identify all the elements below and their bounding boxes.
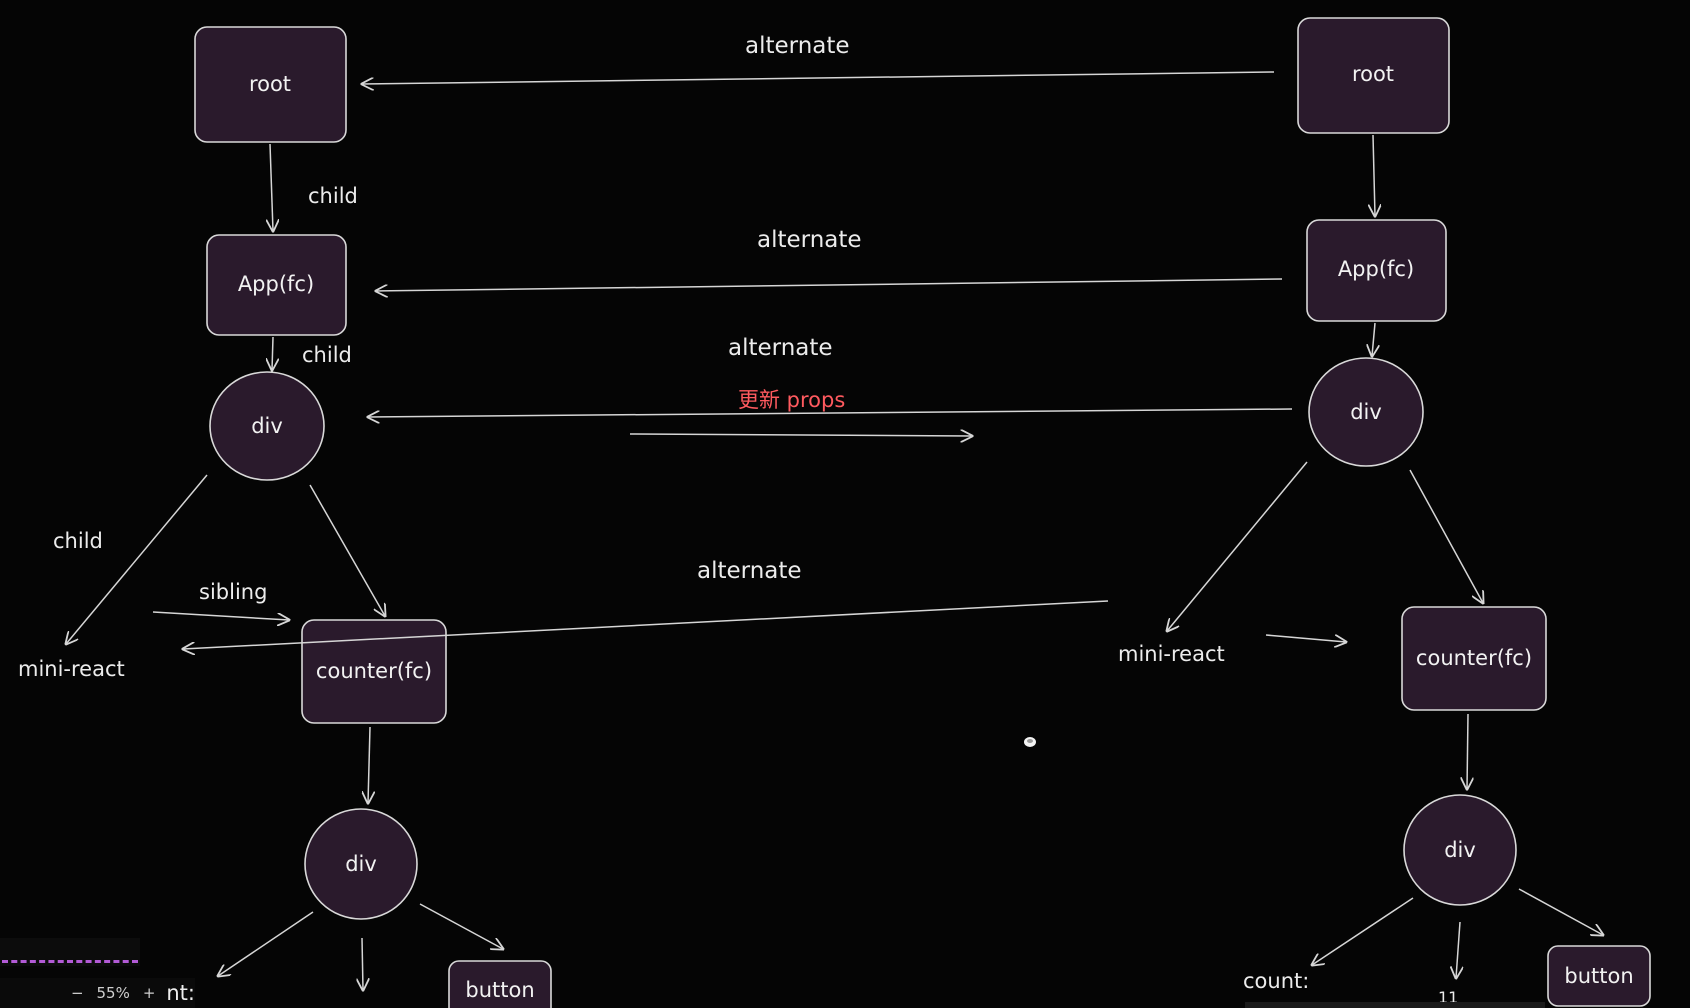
zoom-out-button[interactable]: − <box>70 984 84 1002</box>
edge-left-div2-value <box>362 937 363 990</box>
edge-right-root-app <box>1373 134 1375 216</box>
left-mini-react-text[interactable]: mini-react <box>18 657 125 681</box>
svg-text:App(fc): App(fc) <box>1338 257 1414 281</box>
update-props-arrow <box>629 434 972 436</box>
svg-text:App(fc): App(fc) <box>238 272 314 296</box>
child-label-1: child <box>308 184 358 208</box>
svg-text:div: div <box>251 414 283 438</box>
edge-left-counter-div2 <box>368 726 370 803</box>
right-count-label: count: <box>1243 969 1309 993</box>
zoom-in-button[interactable]: + <box>142 984 156 1002</box>
left-root-node[interactable]: root <box>194 26 347 143</box>
sibling-label: sibling <box>199 580 267 604</box>
alternate-label-3: alternate <box>728 335 833 361</box>
left-button-node[interactable]: button <box>448 960 552 1008</box>
edge-left-div2-count <box>218 911 314 976</box>
edge-sibling <box>152 611 289 620</box>
svg-text:button: button <box>465 978 534 1002</box>
svg-text:root: root <box>249 72 291 96</box>
edge-right-div2-button <box>1518 888 1603 935</box>
zoom-control: − 55% + nt: <box>0 938 215 1008</box>
alternate-label-1: alternate <box>745 33 850 59</box>
edge-right-div2-value <box>1456 921 1460 978</box>
svg-text:counter(fc): counter(fc) <box>316 659 432 683</box>
right-button-node[interactable]: button <box>1547 945 1651 1007</box>
alternate-label-4: alternate <box>697 558 802 584</box>
edge-left-div-minireact <box>66 474 208 644</box>
alternate-arrow-minireact <box>183 600 1109 649</box>
edge-right-div2-count <box>1312 897 1414 965</box>
svg-text:div: div <box>1350 400 1382 424</box>
edge-right-counter-div2 <box>1467 713 1468 789</box>
edge-right-div-minireact <box>1167 461 1308 631</box>
left-count-partial-text: nt: <box>166 981 195 1005</box>
left-div-node[interactable]: div <box>209 371 325 481</box>
right-div-node[interactable]: div <box>1308 357 1424 467</box>
svg-text:root: root <box>1352 62 1394 86</box>
child-label-3: child <box>53 529 103 553</box>
cursor-icon <box>1024 737 1036 747</box>
edge-right-app-div <box>1372 322 1375 356</box>
edge-right-sibling <box>1265 634 1346 642</box>
edge-left-root-app <box>270 143 273 231</box>
left-app-node[interactable]: App(fc) <box>206 234 347 336</box>
right-app-node[interactable]: App(fc) <box>1306 219 1447 322</box>
right-mini-react-text[interactable]: mini-react <box>1118 642 1225 666</box>
right-counter-node[interactable]: counter(fc) <box>1401 606 1547 711</box>
edge-left-div-counter <box>309 484 385 616</box>
alternate-arrow-app <box>376 278 1283 291</box>
zoom-level: 55% <box>96 984 130 1002</box>
alternate-arrow-root <box>362 71 1275 84</box>
left-counter-node[interactable]: counter(fc) <box>301 619 447 724</box>
svg-text:counter(fc): counter(fc) <box>1416 646 1532 670</box>
minimap-strip <box>0 938 140 966</box>
update-props-label: 更新 props <box>738 388 845 412</box>
svg-text:div: div <box>345 852 377 876</box>
zoom-bar: − 55% + nt: <box>0 978 195 1008</box>
edge-left-div2-button <box>419 903 503 949</box>
child-label-2: child <box>302 343 352 367</box>
minimap-dash <box>2 960 138 963</box>
alternate-label-2: alternate <box>757 227 862 253</box>
edge-right-div-counter <box>1409 469 1483 603</box>
svg-text:button: button <box>1564 964 1633 988</box>
left-div2-node[interactable]: div <box>304 808 418 920</box>
right-div2-node[interactable]: div <box>1403 794 1517 906</box>
canvas-bottom-edge <box>1245 1002 1545 1008</box>
edge-left-app-div <box>272 336 273 370</box>
svg-text:div: div <box>1444 838 1476 862</box>
alternate-arrow-div <box>368 408 1293 417</box>
right-root-node[interactable]: root <box>1297 17 1450 134</box>
